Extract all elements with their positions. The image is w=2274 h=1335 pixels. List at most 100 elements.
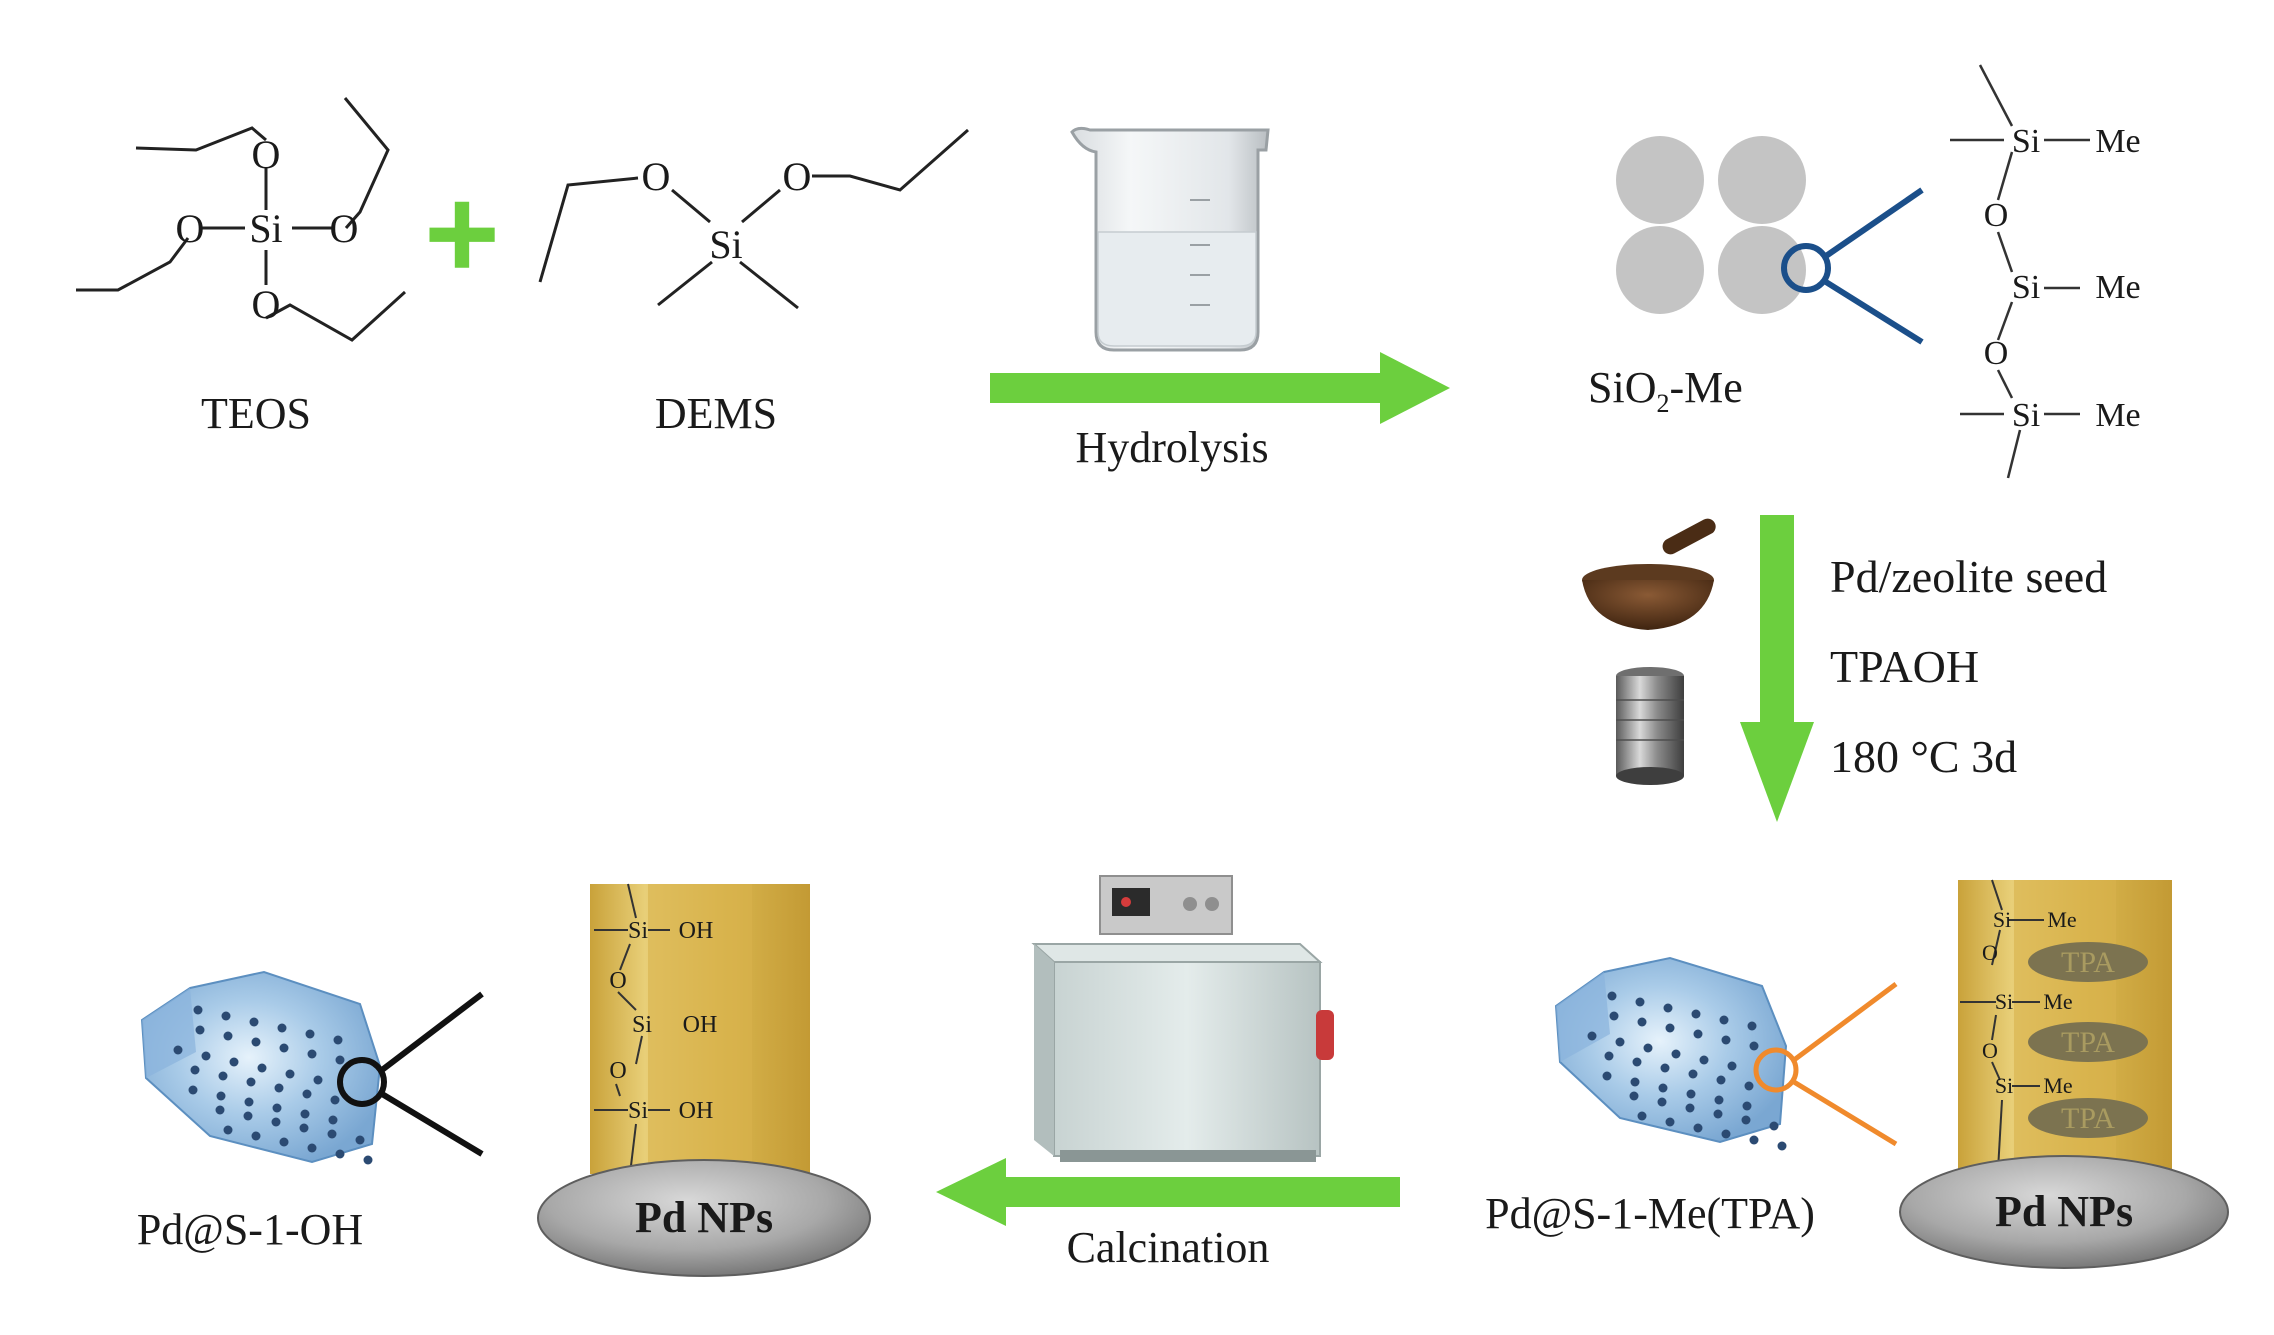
pore-me-methyl-2: Me: [2043, 989, 2072, 1014]
pore-dot: [277, 1023, 287, 1033]
condition-seed: Pd/zeolite seed: [1830, 551, 2107, 602]
pore-dot: [330, 1095, 340, 1105]
pore-oh-hydroxyl-1: OH: [679, 918, 714, 944]
dems-label: DEMS: [655, 389, 777, 438]
pore-dot: [300, 1109, 310, 1119]
pore-dot: [1741, 1115, 1751, 1125]
pore-dot: [363, 1155, 373, 1165]
pore-dot: [1587, 1031, 1597, 1041]
condition-temperature-time: 180 °C 3d: [1830, 731, 2017, 782]
pore-dot: [1637, 1017, 1647, 1027]
pore-dot: [1602, 1071, 1612, 1081]
tpa-label-2: TPA: [2061, 1026, 2115, 1059]
pore-dot: [1658, 1083, 1668, 1093]
silica-spheres: [1616, 136, 1806, 314]
pore-dot: [305, 1029, 315, 1039]
pore-dot: [1665, 1117, 1675, 1127]
pore-dot: [221, 1011, 231, 1021]
chain-methyl-3: Me: [2095, 397, 2140, 434]
pore-dot: [1688, 1069, 1698, 1079]
pd-s1-oh-label: Pd@S-1-OH: [137, 1205, 363, 1254]
pore-dot: [1615, 1037, 1625, 1047]
pore-dot: [307, 1049, 317, 1059]
chain-oxygen-1: O: [1984, 197, 2009, 234]
pore-dot: [1747, 1021, 1757, 1031]
hydrolysis-label: Hydrolysis: [1075, 423, 1268, 472]
pore-dot: [1685, 1103, 1695, 1113]
pore-dot: [243, 1111, 253, 1121]
pore-dot: [313, 1075, 323, 1085]
pore-dot: [223, 1125, 233, 1135]
pore-dot: [251, 1131, 261, 1141]
pore-dot: [218, 1071, 228, 1081]
calcination-label: Calcination: [1067, 1223, 1270, 1272]
teos-oxygen-left: O: [176, 206, 205, 251]
pore-me-silicon-1: Si: [1993, 907, 2011, 932]
pore-dot: [216, 1091, 226, 1101]
teos-oxygen-bottom: O: [252, 282, 281, 327]
pore-dot: [299, 1123, 309, 1133]
pore-dot: [1714, 1095, 1724, 1105]
pore-me-oxygen-1: O: [1982, 940, 1998, 965]
pore-dot: [307, 1143, 317, 1153]
pore-dot: [333, 1035, 343, 1045]
pore-dot: [1657, 1097, 1667, 1107]
pore-me-methyl-3: Me: [2043, 1073, 2072, 1098]
pore-dot: [1632, 1057, 1642, 1067]
teos-oxygen-right: O: [330, 206, 359, 251]
sio2-me-label: SiO2-Me: [1588, 363, 1743, 418]
tpa-label-1: TPA: [2061, 946, 2115, 979]
pore-dot: [1749, 1135, 1759, 1145]
pore-dot: [1716, 1075, 1726, 1085]
pore-oh-silicon-1: Si: [628, 918, 648, 944]
hydrolysis-arrow: [990, 352, 1450, 424]
pore-dot: [355, 1135, 365, 1145]
chain-methyl-2: Me: [2095, 269, 2140, 306]
chain-silicon-2: Si: [2012, 269, 2040, 306]
pore-dot: [1607, 991, 1617, 1001]
pore-dot: [279, 1043, 289, 1053]
pore-dot: [215, 1105, 225, 1115]
pore-dot: [1643, 1043, 1653, 1053]
pore-dot: [1769, 1121, 1779, 1131]
dems-oxygen-left: O: [642, 154, 671, 199]
pore-dot: [302, 1089, 312, 1099]
pd-nps-label-left: Pd NPs: [635, 1193, 773, 1242]
pore-dot: [251, 1037, 261, 1047]
pore-dot: [188, 1085, 198, 1095]
dems-silicon: Si: [709, 222, 742, 267]
pore-dot: [246, 1077, 256, 1087]
pore-dot: [1749, 1041, 1759, 1051]
pore-dot: [1635, 997, 1645, 1007]
pore-dot: [201, 1051, 211, 1061]
pore-dot: [279, 1137, 289, 1147]
pore-dot: [1691, 1009, 1701, 1019]
pore-dot: [1663, 1003, 1673, 1013]
pore-oh-oxygen-2: O: [609, 1058, 626, 1084]
pd-nanoparticle-right: [1899, 1155, 2229, 1269]
chain-methyl-1: Me: [2095, 123, 2140, 160]
calcination-arrow: [936, 1158, 1400, 1226]
pore-me-silicon-3: Si: [1995, 1073, 2013, 1098]
pore-dot: [1604, 1051, 1614, 1061]
pore-dot: [1660, 1063, 1670, 1073]
pd-nps-label-right: Pd NPs: [1995, 1187, 2133, 1236]
pore-dot: [244, 1097, 254, 1107]
pd-s1-me-crystal: [1554, 956, 1788, 1151]
pore-me-oxygen-2: O: [1982, 1038, 1998, 1063]
pore-dot: [1721, 1035, 1731, 1045]
pore-dot: [335, 1055, 345, 1065]
pore-dot: [272, 1103, 282, 1113]
sio2-zoom-marker: [1781, 187, 1924, 345]
pore-dot: [271, 1117, 281, 1127]
pore-dot: [190, 1065, 200, 1075]
pore-dot: [223, 1031, 233, 1041]
pore-dot: [1744, 1081, 1754, 1091]
plus-sign: +: [424, 160, 500, 306]
pd-s1-me-label: Pd@S-1-Me(TPA): [1485, 1189, 1815, 1238]
pore-dot: [1630, 1077, 1640, 1087]
mortar-pestle-icon: [1582, 518, 1716, 630]
tpa-label-3: TPA: [2061, 1102, 2115, 1135]
pore-dot: [1665, 1023, 1675, 1033]
pore-dot: [328, 1115, 338, 1125]
